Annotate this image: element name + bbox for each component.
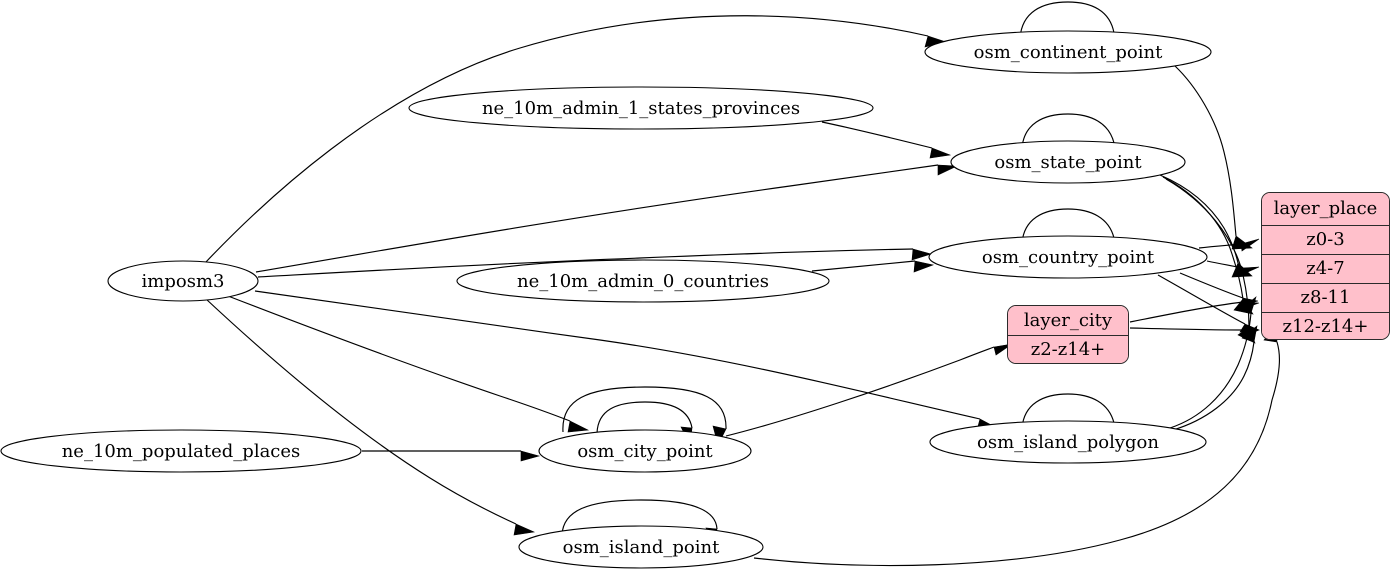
node-label-imposm3: imposm3 xyxy=(142,271,225,292)
node-label-osm_country_point: osm_country_point xyxy=(982,247,1155,268)
edge-osm_city_point-to-layer_city-z2-z14plus xyxy=(725,343,1013,437)
node-label-osm_state_point: osm_state_point xyxy=(994,152,1142,173)
edge-imposm3-to-osm_continent_point xyxy=(204,15,948,264)
record-row-layer_place-z4-7[interactable]: z4-7 xyxy=(1262,254,1389,283)
node-label-ne_10m_admin_1_states_provinces: ne_10m_admin_1_states_provinces xyxy=(482,98,800,119)
node-label-osm_island_point: osm_island_point xyxy=(563,537,720,558)
node-layer: imposm3 ne_10m_admin_1_states_provinces … xyxy=(0,30,1212,569)
edge-osm_country_point-to-layer_place-z4-7 xyxy=(1206,260,1260,276)
edge-osm_island_polygon-to-layer_place-z8-11 xyxy=(1169,296,1257,429)
node-label-ne_10m_admin_0_countries: ne_10m_admin_0_countries xyxy=(517,271,769,292)
record-row-layer_city-header: layer_city xyxy=(1008,306,1128,335)
edge-imposm3-to-osm_country_point xyxy=(257,248,933,278)
edge-imposm3-to-osm_city_point xyxy=(227,295,590,433)
node-imposm3[interactable]: imposm3 xyxy=(107,260,259,302)
edge-ne_10m_admin_1_states_provinces-to-osm_state_point xyxy=(821,121,952,159)
edge-osm_island_polygon-to-layer_place-z12-z14plus xyxy=(1172,325,1258,431)
node-ne_10m_admin_1_states_provinces[interactable]: ne_10m_admin_1_states_provinces xyxy=(408,86,874,130)
edge-ne_10m_admin_0_countries-to-osm_country_point xyxy=(811,260,935,273)
record-row-layer_place-z12-z14plus[interactable]: z12-z14+ xyxy=(1262,312,1389,339)
node-osm_island_point[interactable]: osm_island_point xyxy=(518,525,764,569)
edge-imposm3-to-osm_state_point xyxy=(255,164,958,273)
node-osm_state_point[interactable]: osm_state_point xyxy=(950,140,1186,184)
record-row-layer_city-z2-z14plus[interactable]: z2-z14+ xyxy=(1008,335,1128,363)
node-label-osm_city_point: osm_city_point xyxy=(577,441,713,462)
record-row-layer_place-z8-11[interactable]: z8-11 xyxy=(1262,283,1389,312)
edge-osm_continent_point-to-layer_place-z0-3 xyxy=(1174,65,1253,250)
edge-layer_city-to-layer_place-z12-z14plus xyxy=(1129,327,1260,338)
edge-imposm3-to-osm_island_polygon xyxy=(254,290,999,431)
node-osm_city_point[interactable]: osm_city_point xyxy=(538,429,752,473)
node-osm_country_point[interactable]: osm_country_point xyxy=(928,235,1208,279)
node-label-ne_10m_populated_places: ne_10m_populated_places xyxy=(62,441,301,462)
node-label-osm_continent_point: osm_continent_point xyxy=(974,42,1163,63)
record-node-layer_city[interactable]: layer_city z2-z14+ xyxy=(1007,305,1129,364)
node-osm_island_polygon[interactable]: osm_island_polygon xyxy=(929,420,1207,464)
edge-imposm3-to-osm_island_point xyxy=(205,298,536,536)
node-label-osm_island_polygon: osm_island_polygon xyxy=(977,432,1159,453)
edge-osm_country_point-to-layer_place-z0-3 xyxy=(1198,238,1260,252)
record-row-layer_place-z0-3[interactable]: z0-3 xyxy=(1262,225,1389,254)
record-node-layer_place[interactable]: layer_place z0-3 z4-7 z8-11 z12-z14+ xyxy=(1261,192,1390,340)
edge-layer_city-to-layer_place-z8-11 xyxy=(1129,301,1260,323)
node-ne_10m_admin_0_countries[interactable]: ne_10m_admin_0_countries xyxy=(456,259,830,303)
edge-ne_10m_populated_places-to-osm_city_point xyxy=(362,450,541,462)
node-osm_continent_point[interactable]: osm_continent_point xyxy=(924,30,1212,74)
node-ne_10m_populated_places[interactable]: ne_10m_populated_places xyxy=(0,429,362,473)
record-row-layer_place-header: layer_place xyxy=(1262,193,1389,225)
